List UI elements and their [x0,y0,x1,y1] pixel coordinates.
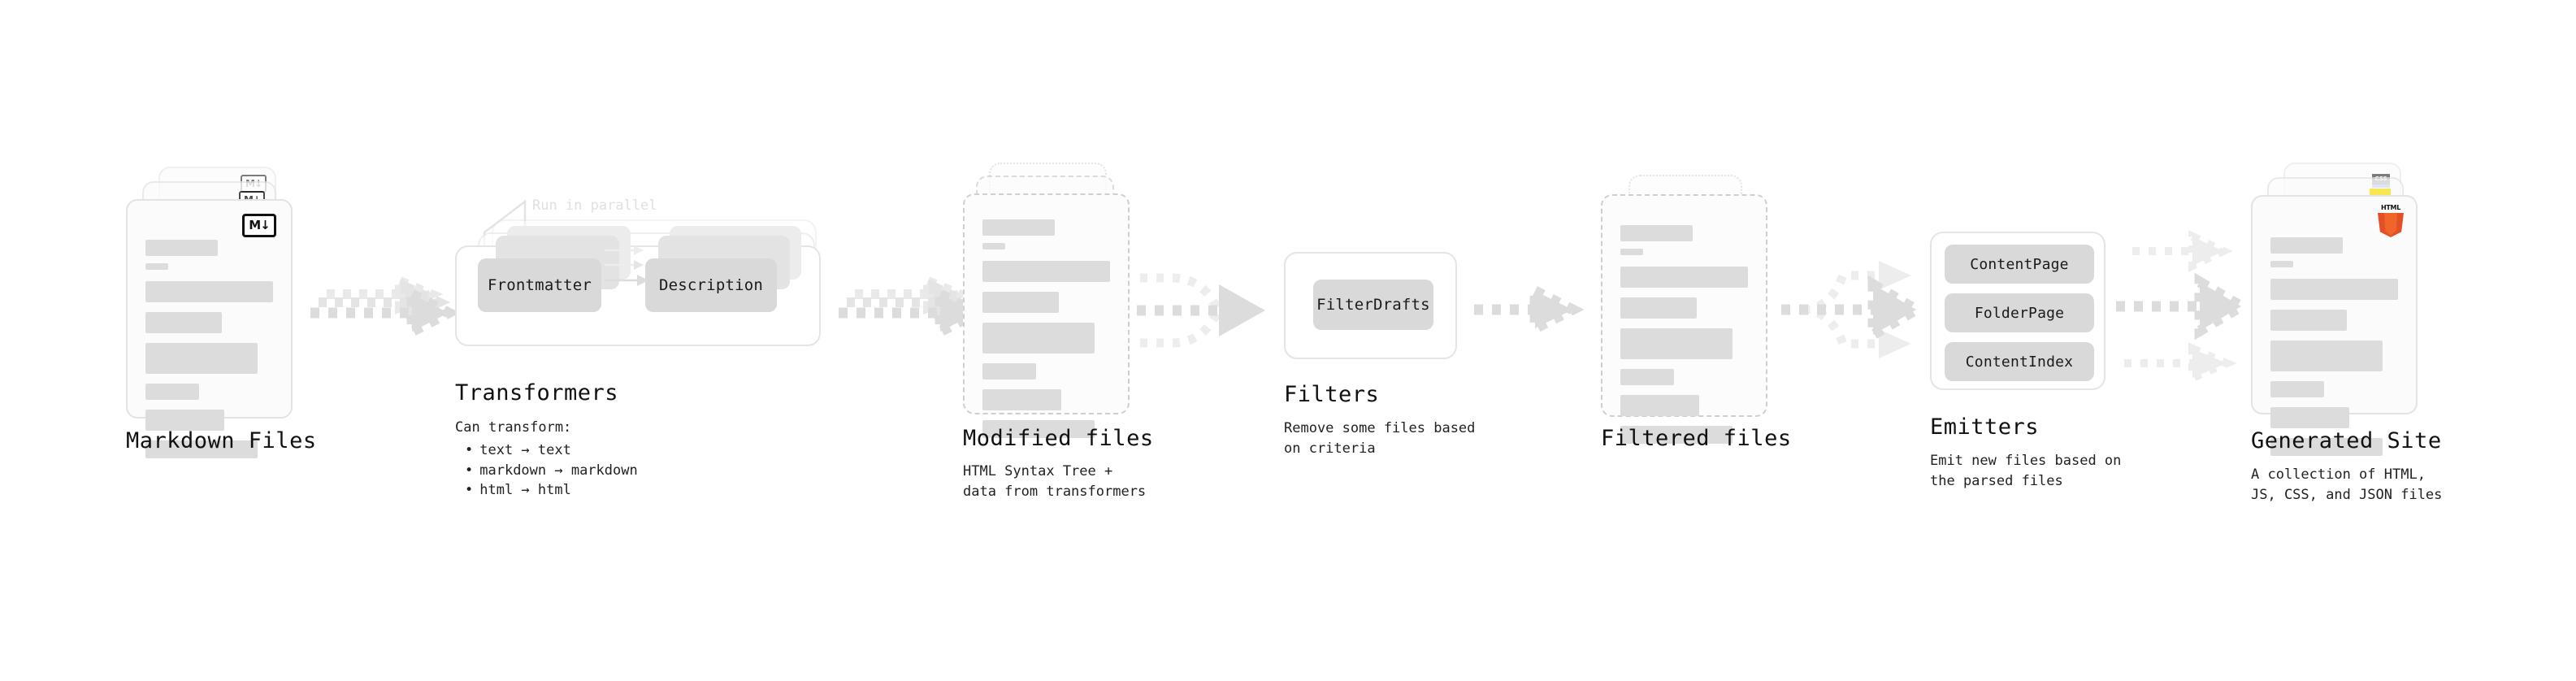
card-front: HTML [2251,195,2418,456]
stage-subtitle-generated-site: A collection of HTML, JS, CSS, and JSON … [2251,466,2443,503]
html5-badge-label: HTML [2380,204,2400,211]
stage-title-markdown-files: Markdown Files [126,428,317,453]
chip-label: FolderPage [1974,304,2065,322]
html5-shield-inner [2384,213,2397,236]
html5-shield: HTML [2377,205,2405,237]
card-front: M↓ [126,199,293,458]
stage-subtitle-emitters: Emit new files based on the parsed files [1930,453,2122,489]
filtered-file-stack [1601,175,1788,444]
arrow-modified-to-filters-merge [1137,273,1265,348]
arrow-transformers-to-modified [839,273,989,340]
stage-subtitle-transformers: Can transform: [455,419,572,436]
chip-label: Frontmatter [487,276,592,294]
markdown-file-stack: M↓ M↓ M↓ [126,167,313,458]
placeholder-lines [145,240,273,466]
chip-label: Description [658,276,764,294]
emitters-group: ContentPage FolderPage ContentIndex [1930,232,2105,390]
placeholder-lines [1620,225,1748,451]
card-front [963,193,1130,438]
arrow-filters-to-filtered [1474,282,1585,337]
stage-subtitle-modified-files: HTML Syntax Tree + data from transformer… [963,463,1147,500]
stage-transformers: Frontmatter Description [455,219,837,349]
list-item: html → html [465,480,638,501]
stage-emitters: ContentPage FolderPage ContentIndex [1930,232,2105,390]
placeholder-lines [2270,237,2398,463]
chip-frontmatter[interactable]: Frontmatter [478,258,601,312]
chip-contentpage[interactable]: ContentPage [1945,245,2094,284]
chip-filterdrafts[interactable]: FilterDrafts [1313,280,1433,330]
list-item: text → text [465,440,638,461]
run-in-parallel-label: Run in parallel [532,197,657,214]
stage-title-emitters: Emitters [1930,414,2040,440]
markdown-mark-label: M↓ [242,214,276,237]
markdown-icon: M↓ [242,214,276,237]
stage-modified-files [963,163,1150,438]
stage-markdown-files: M↓ M↓ M↓ [126,167,313,458]
chip-contentindex[interactable]: ContentIndex [1945,342,2094,381]
stage-title-transformers: Transformers [455,380,619,406]
chip-label: ContentPage [1970,255,2069,273]
transformers-bullet-list: text → text markdown → markdown html → h… [465,440,638,501]
stage-title-filters: Filters [1284,382,1380,407]
placeholder-lines [982,219,1110,445]
arrow-emitters-to-site [2116,230,2252,384]
chip-description[interactable]: Description [645,258,777,312]
arrow-filtered-to-emitters-split [1781,261,1927,358]
stage-subtitle-filters: Remove some files based on criteria [1284,420,1476,457]
modified-file-stack [963,163,1150,438]
html5-icon: HTML [2377,205,2405,237]
list-item: markdown → markdown [465,461,637,481]
chip-label: ContentIndex [1965,353,2074,371]
card-front [1601,194,1767,444]
arrow-markdown-to-transformers [310,273,461,340]
stage-generated-site: CSS HTML [2251,163,2438,456]
stage-filters: FilterDrafts [1284,252,1457,359]
stage-filtered-files [1601,175,1788,444]
generated-site-file-stack: CSS HTML [2251,163,2438,456]
filters-group: FilterDrafts [1284,252,1457,359]
stage-title-generated-site: Generated Site [2251,428,2442,453]
stage-title-filtered-files: Filtered files [1601,426,1792,451]
chip-folderpage[interactable]: FolderPage [1945,293,2094,332]
inner-connector-arrows [605,245,648,286]
transformer-group-front: Frontmatter Description [455,226,821,346]
chip-label: FilterDrafts [1316,296,1430,314]
stage-title-modified-files: Modified files [963,426,1154,451]
